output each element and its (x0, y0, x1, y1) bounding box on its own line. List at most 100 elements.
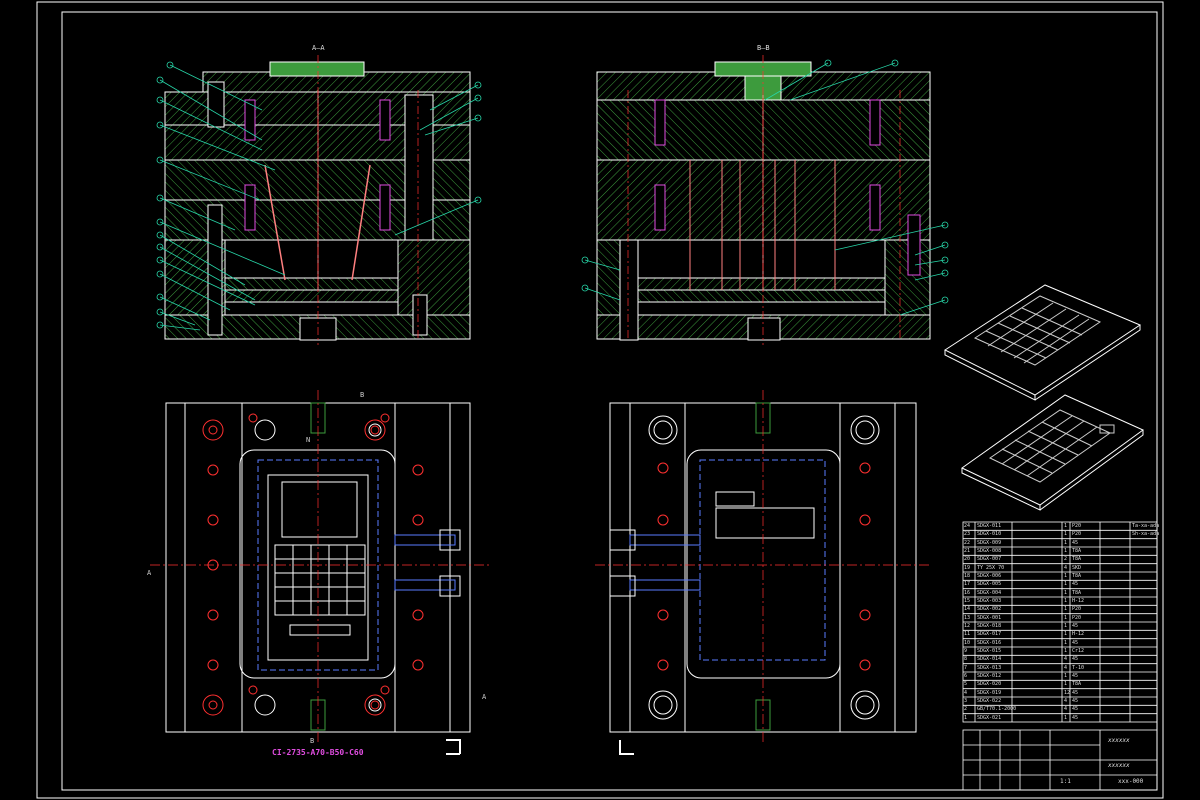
parts-list-cell-no: 10 (964, 639, 971, 646)
parts-list-cell-qty: 1 (1064, 614, 1068, 621)
parts-list-cell-code: SDGX-014 (977, 656, 1002, 663)
parts-list-cell-no: 5 (964, 681, 968, 688)
parts-list-cell-mat: 45 (1072, 706, 1079, 713)
parts-list-cell-no: 4 (964, 689, 968, 696)
parts-list-cell-code: SDGX-021 (977, 714, 1002, 721)
parts-list-cell-qty: 1 (1064, 531, 1068, 538)
parts-list-cell-qty: 1 (1064, 623, 1068, 629)
parts-list-cell-qty: 1 (1064, 573, 1068, 579)
mold-spec-label: CI-2735-A70-B50-C60 (272, 748, 364, 757)
parts-list-cell-mat: 45 (1072, 623, 1079, 629)
cut-plane-b-bottom: B (310, 737, 315, 745)
parts-list-cell-no: 11 (964, 631, 971, 638)
parts-list-cell-code: SDGX-013 (977, 664, 1002, 671)
parts-list-cell-qty: 2 (1064, 556, 1068, 563)
parts-list-cell-qty: 1 (1064, 606, 1068, 613)
parts-list-cell-mat: P20 (1072, 531, 1082, 538)
plan-view-moving-half (150, 390, 490, 755)
parts-list-cell-no: 17 (964, 581, 971, 588)
parts-list-cell-mat: SKD (1072, 564, 1082, 571)
title-scale: 1:1 (1060, 778, 1071, 785)
parts-list-cell-code: SDGX-003 (977, 598, 1002, 604)
parts-list-cell-no: 7 (964, 664, 968, 671)
parts-list-cell-mat: T8A (1072, 556, 1082, 563)
parts-list-cell-no: 19 (964, 564, 971, 571)
parts-list-cell-qty: 1 (1064, 598, 1068, 604)
parts-list-cell-mat: T8A (1072, 681, 1082, 688)
title-name: xxxxxx (1108, 737, 1130, 744)
title-subtitle: xxxxxx (1108, 762, 1130, 769)
parts-list-cell-mat: 45 (1072, 689, 1079, 696)
parts-list-cell-no: 20 (964, 556, 971, 563)
parts-list-cell-qty: 1 (1064, 648, 1068, 654)
parts-list-cell-code: SDGX-012 (977, 673, 1002, 679)
parts-list-cell-code: SDGX-008 (977, 548, 1002, 554)
outer-border (36, 1, 1164, 799)
parts-list-cell-no: 3 (964, 698, 968, 704)
section-a-a-view (156, 55, 482, 345)
parts-list-cell-qty: 4 (1064, 664, 1068, 671)
parts-list-cell-code: SDGX-005 (977, 581, 1002, 588)
title-drawing-no: xxx-000 (1118, 778, 1144, 785)
parts-list-cell-qty: 4 (1064, 656, 1068, 663)
parts-list-cell-qty: 1 (1064, 581, 1068, 588)
parts-list-cell-no: 8 (964, 656, 968, 663)
parts-list-cell-qty: 1 (1064, 523, 1068, 529)
parts-list-cell-mat: 45 (1072, 673, 1079, 679)
parts-list-cell-no: 16 (964, 589, 971, 596)
parts-list-cell-mat: 45 (1072, 581, 1079, 588)
parts-list-cell-no: 21 (964, 548, 971, 554)
parts-list-cell-mat: T-10 (1072, 664, 1085, 671)
parts-list-cell-code: SDGX-022 (977, 698, 1002, 704)
parts-list-cell-qty: 4 (1064, 698, 1068, 704)
parts-list-cell-code: SDGX-002 (977, 606, 1002, 613)
parts-list-cell-mat: P20 (1072, 614, 1082, 621)
cut-plane-a-left: A (147, 569, 152, 577)
section-a-a-label: A—A (312, 44, 325, 52)
parts-list-cell-note: Sh-xa-ada (1132, 531, 1160, 538)
parts-list-cell-mat: H-12 (1072, 598, 1085, 604)
parts-list-cell-code: SDGX-001 (977, 614, 1002, 621)
section-b-b-view (581, 55, 949, 345)
parts-list-cell-mat: 45 (1072, 714, 1079, 721)
parts-list-cell-code: SDGX-016 (977, 639, 1002, 646)
parts-list-cell-no: 1 (964, 714, 968, 721)
product-isometric-views (943, 284, 1144, 511)
cut-plane-a-right: A (482, 693, 487, 701)
parts-list-cell-code: SDGX-017 (977, 631, 1002, 638)
parts-list-cell-mat: T8A (1072, 548, 1082, 554)
parts-list-cell-qty: 4 (1064, 706, 1068, 713)
parts-list-cell-no: 15 (964, 598, 971, 604)
parts-list-cell-code: SDGX-011 (977, 523, 1002, 529)
parts-list-cell-qty: 1 (1064, 589, 1068, 596)
parts-list-cell-qty: 12 (1064, 689, 1071, 696)
inner-border (61, 11, 1158, 791)
plan-view-fixed-half (595, 390, 930, 755)
parts-list-cell-mat: T8A (1072, 573, 1082, 579)
parts-list-cell-mat: Cr12 (1072, 648, 1085, 654)
parts-list-cell-qty: 1 (1064, 631, 1068, 638)
parts-list-cell-qty: 1 (1064, 539, 1068, 546)
parts-list-cell-mat: 45 (1072, 539, 1079, 546)
parts-list-cell-code: SDGX-015 (977, 648, 1002, 654)
cut-plane-b-top: B (360, 391, 365, 399)
parts-list-cell-code: SDGX-006 (977, 573, 1002, 579)
parts-list-cell-no: 23 (964, 531, 971, 538)
parts-list-cell-no: 22 (964, 539, 971, 546)
parts-list-cell-code: SDGX-019 (977, 689, 1002, 696)
parts-list-cell-qty: 1 (1064, 673, 1068, 679)
parts-list-cell-code: TY 25X 70 (977, 564, 1005, 571)
parts-list-cell-qty: 4 (1064, 564, 1068, 571)
parts-list-cell-qty: 1 (1064, 714, 1068, 721)
parts-list-cell-mat: H-12 (1072, 631, 1085, 638)
parts-list-cell-no: 12 (964, 623, 971, 629)
direction-n-label: N (306, 436, 311, 444)
parts-list-cell-no: 13 (964, 614, 971, 621)
parts-list-cell-mat: P20 (1072, 606, 1082, 613)
section-b-b-label: B—B (757, 44, 770, 52)
parts-list-cell-no: 18 (964, 573, 971, 579)
parts-list-cell-code: GB/T70.1-2000 (977, 706, 1017, 713)
parts-list-cell-mat: 45 (1072, 639, 1079, 646)
parts-list-cell-code: SDGX-009 (977, 539, 1002, 546)
